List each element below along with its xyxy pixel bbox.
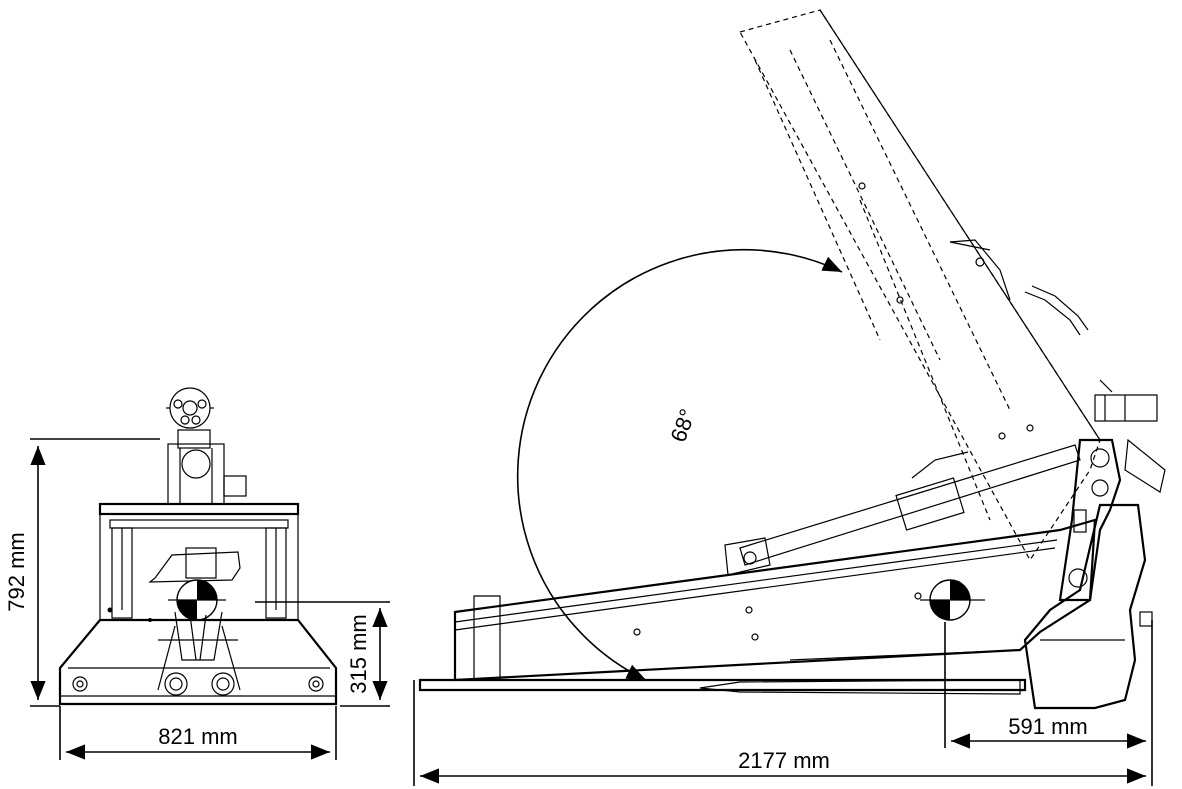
side-hitch [1023,438,1153,710]
label-591: 591 mm [1008,714,1087,739]
dim-angle: 68° [516,248,843,681]
dim-side-front: 591 mm [944,622,1146,749]
cog-symbol [168,579,226,621]
side-view: 68° 2177 mm 591 mm [413,9,1166,786]
label-2177: 2177 mm [738,748,830,773]
cog-symbol-side [920,579,985,621]
dim-front-center-height: 315 mm [255,601,390,707]
label-792: 792 mm [4,532,29,611]
label-68: 68° [666,406,701,446]
dim-front-width: 821 mm [59,706,337,760]
label-315: 315 mm [346,614,371,693]
hydraulic-cylinder [724,444,1081,576]
dim-front-height: 792 mm [4,438,160,707]
label-821: 821 mm [158,724,237,749]
front-view: 792 mm 315 mm 821 mm [4,387,390,760]
raised-hopper [739,9,1166,562]
dim-side-length: 2177 mm [413,620,1153,786]
side-body [453,518,1097,682]
front-frame [58,502,338,706]
front-top-assembly [166,387,247,505]
side-drawbar [418,649,1027,695]
